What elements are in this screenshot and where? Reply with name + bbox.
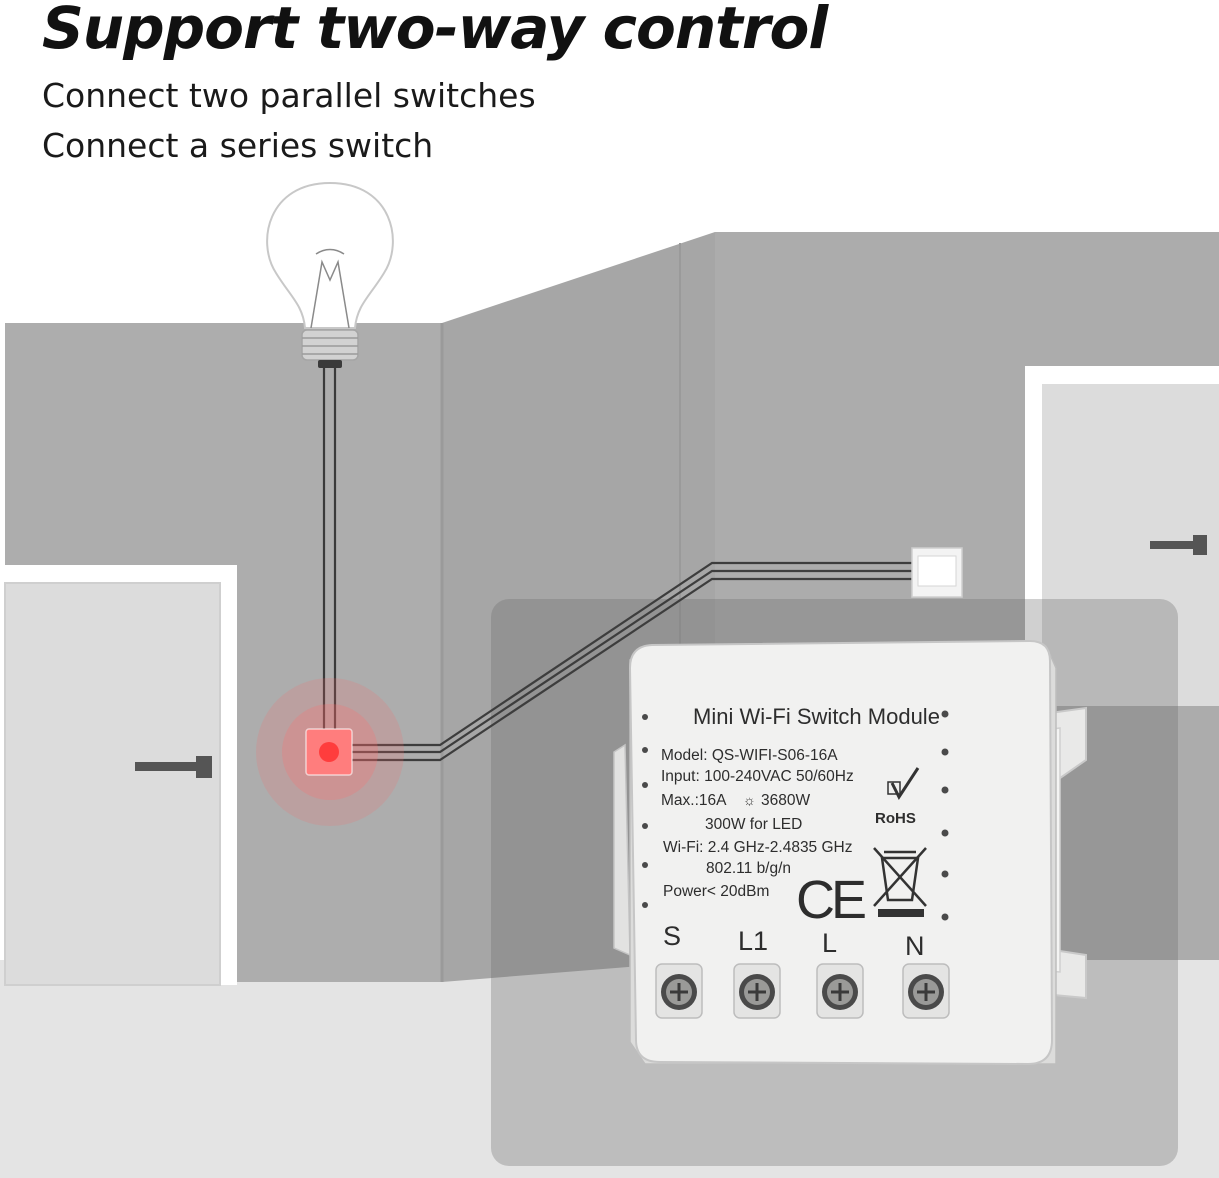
spec-power-rating: 3680W (761, 792, 810, 809)
subline-series: Connect a series switch (42, 126, 434, 165)
terminal-label-l: L (822, 928, 837, 958)
spec-input: Input: 100-240VAC 50/60Hz (661, 768, 854, 785)
screw-icon (655, 963, 703, 1019)
terminal-label-n: N (905, 931, 925, 961)
screw-icon (902, 963, 950, 1019)
door-handle-icon (135, 762, 197, 771)
spec-model: Model: QS-WIFI-S06-16A (661, 747, 838, 764)
spec-wifi: Wi-Fi: 2.4 GHz-2.4835 GHz (663, 839, 853, 856)
spec-tx-power: Power< 20dBm (663, 883, 769, 900)
spec-led: 300W for LED (705, 816, 802, 833)
terminal-screws (655, 963, 950, 1019)
terminal-label-s: S (663, 921, 681, 951)
right-door (1025, 366, 1219, 706)
switch-wires (348, 561, 912, 762)
lamp-wire (322, 366, 337, 740)
module-title: Mini Wi-Fi Switch Module (693, 704, 940, 729)
indicator-switch (256, 678, 404, 826)
headline: Support two-way control (42, 0, 828, 62)
screw-icon (733, 963, 781, 1019)
weee-bin-icon (873, 847, 927, 917)
ce-mark: CE (796, 870, 865, 930)
light-bulb-icon (266, 181, 394, 368)
screw-icon (816, 963, 864, 1019)
spec-max: Max.:16A (661, 792, 727, 809)
spec-protocol: 802.11 b/g/n (706, 860, 791, 877)
switch-module: Mini Wi-Fi Switch Module Model: QS-WIFI-… (613, 639, 1087, 1066)
wall-switch (911, 547, 963, 598)
rohs-mark: RoHS (875, 810, 916, 827)
terminal-label-l1: L1 (738, 926, 768, 956)
door-handle-icon (1150, 541, 1194, 549)
sun-icon: ☼ (743, 792, 756, 808)
left-door (4, 565, 237, 986)
subline-parallel: Connect two parallel switches (42, 76, 536, 115)
